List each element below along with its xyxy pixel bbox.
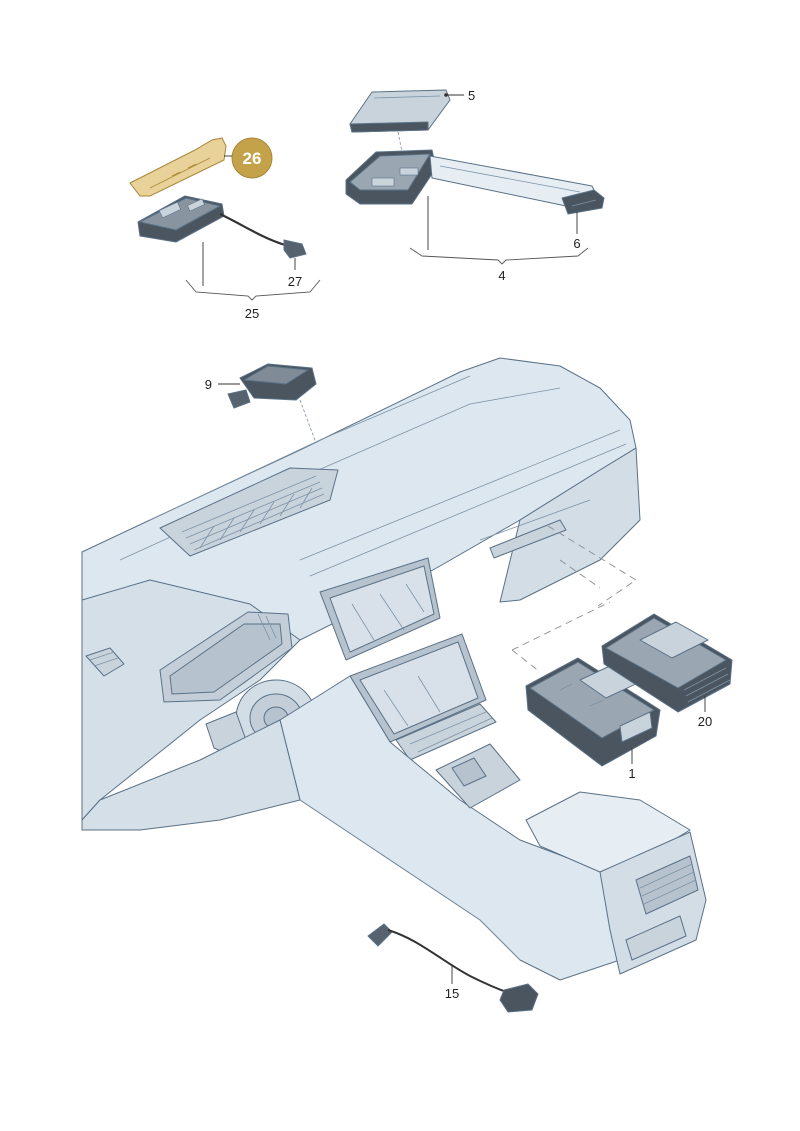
part-27-cable-connector[interactable] — [219, 213, 307, 259]
part-15-cable[interactable] — [367, 923, 539, 1013]
assembly-guide-lines — [511, 525, 637, 673]
callout-20-label: 20 — [698, 714, 712, 729]
part-9-sensor[interactable] — [227, 363, 317, 409]
part-6-connector[interactable] — [561, 189, 605, 215]
brace-4 — [409, 247, 589, 265]
callout-27-label: 27 — [288, 274, 302, 289]
brace-25 — [185, 279, 321, 301]
part-26-bracket[interactable] — [129, 137, 227, 197]
part-20-unit[interactable] — [601, 613, 733, 713]
leader-5-dot — [444, 93, 448, 97]
callout-26-label: 26 — [243, 149, 262, 168]
callout-4-label: 4 — [498, 268, 505, 283]
callout-5-label: 5 — [468, 88, 475, 103]
upper-touchscreen — [319, 557, 441, 661]
callout-15-label: 15 — [445, 986, 459, 1001]
defroster-grille — [181, 475, 325, 551]
part-4-module[interactable] — [345, 149, 437, 205]
part-5-cover[interactable] — [349, 89, 451, 133]
callout-badge-26[interactable] — [231, 137, 273, 179]
callout-1-label: 1 — [628, 766, 635, 781]
callout-6-label: 6 — [573, 236, 580, 251]
dashboard-assembly — [81, 357, 707, 981]
lower-touchscreen — [349, 633, 487, 743]
part-25-module[interactable] — [137, 195, 225, 243]
callout-9-label: 9 — [205, 377, 212, 392]
callout-25-label: 25 — [245, 306, 259, 321]
